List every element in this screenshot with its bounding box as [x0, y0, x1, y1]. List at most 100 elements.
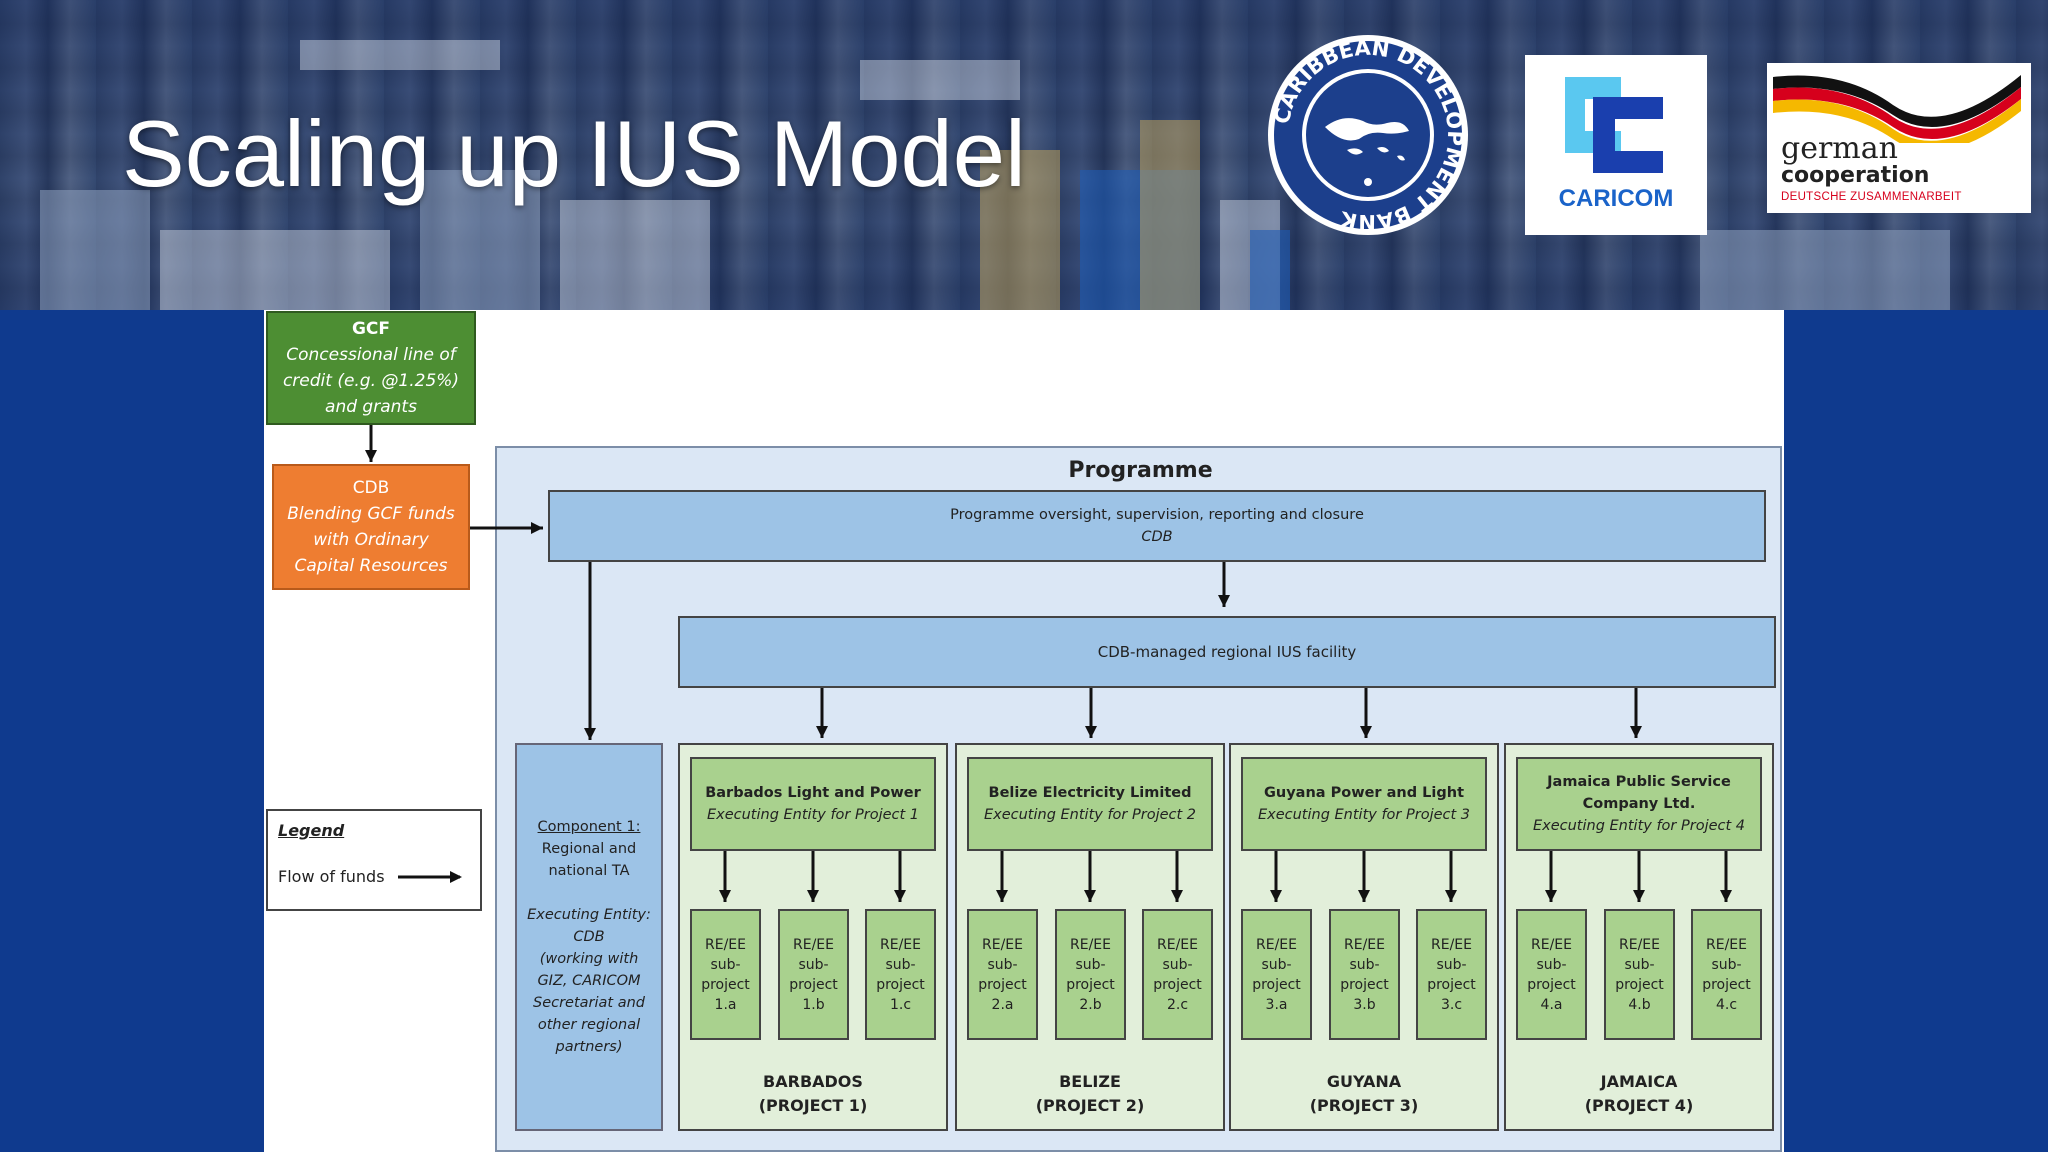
- flow-arrow: [807, 851, 819, 902]
- flow-arrow: [894, 851, 906, 902]
- flow-arrow: [1360, 688, 1372, 738]
- gcf-head: GCF: [351, 319, 391, 339]
- subproject-line: RE/EE: [1070, 936, 1111, 953]
- flow-arrow: [1445, 851, 1457, 902]
- subproject-line: project: [1615, 976, 1664, 993]
- entity-name: Jamaica Public Service: [1547, 774, 1731, 790]
- caricom-logo: CARICOM: [1525, 55, 1707, 235]
- entity-role: Executing Entity for Project 1: [706, 807, 920, 823]
- entity-role: Executing Entity for Project 3: [1257, 807, 1471, 823]
- gcf-line3: and grants: [325, 397, 417, 417]
- subproject-line: 4.a: [1540, 996, 1563, 1013]
- subproject-line: project: [978, 976, 1027, 993]
- country-name-label: GUYANA: [1326, 1072, 1402, 1091]
- subproject-line: sub-: [1711, 956, 1742, 973]
- gcf-line1: Concessional line of: [286, 345, 456, 365]
- component-1-e4: GIZ, CARICOM: [537, 973, 641, 989]
- giz-german-text: german: [1781, 131, 1898, 166]
- cdb-logo: CARIBBEAN DEVELOPMENT BANK: [1268, 35, 1468, 235]
- regional-ius-facility-box: CDB-managed regional IUS facility: [678, 616, 1776, 688]
- subproject-line: RE/EE: [1431, 936, 1472, 953]
- subproject-box: RE/EE sub-project 2.c: [1142, 909, 1213, 1040]
- project-number-label: (PROJECT 1): [758, 1096, 868, 1115]
- project-number-label: (PROJECT 4): [1584, 1096, 1694, 1115]
- component-1-e2: CDB: [573, 929, 605, 945]
- subproject-line: 2.c: [1166, 996, 1189, 1013]
- flow-arrow: [1545, 851, 1557, 902]
- giz-subtitle-text: DEUTSCHE ZUSAMMENARBEIT: [1781, 191, 1962, 203]
- country-name-label: JAMAICA: [1600, 1072, 1678, 1091]
- flow-arrow: [1633, 851, 1645, 902]
- programme-oversight-box: Programme oversight, supervision, report…: [548, 490, 1766, 562]
- subproject-line: 3.a: [1265, 996, 1288, 1013]
- flow-arrow: [1358, 851, 1370, 902]
- entity-role: Executing Entity for Project 2: [983, 807, 1197, 823]
- cdb-line3: Capital Resources: [294, 556, 448, 576]
- flow-arrow: [1084, 851, 1096, 902]
- entity-name: Belize Electricity Limited: [988, 785, 1192, 801]
- subproject-line: sub-: [1349, 956, 1380, 973]
- legend-title: Legend: [278, 821, 345, 840]
- component-1-title: Component 1:: [537, 819, 641, 835]
- gcf-box: GCF Concessional line of credit (e.g. @1…: [266, 311, 476, 425]
- subproject-line: project: [1702, 976, 1751, 993]
- flow-arrow: [470, 522, 543, 534]
- component-1-e5: Secretariat and: [533, 995, 645, 1011]
- subproject-line: sub-: [710, 956, 741, 973]
- subproject-line: sub-: [1624, 956, 1655, 973]
- subproject-line: RE/EE: [793, 936, 834, 953]
- subproject-line: 4.c: [1715, 996, 1738, 1013]
- subproject-line: project: [876, 976, 925, 993]
- subproject-line: sub-: [1162, 956, 1193, 973]
- subproject-line: project: [1527, 976, 1576, 993]
- component-1-e7: partners): [555, 1039, 623, 1055]
- country-name-label: BARBADOS: [763, 1072, 863, 1091]
- component-1-e6: other regional: [537, 1017, 641, 1033]
- subproject-line: RE/EE: [1706, 936, 1747, 953]
- subproject-line: 2.a: [991, 996, 1014, 1013]
- legend-flow-label: Flow of funds: [278, 867, 385, 886]
- country-name-label: BELIZE: [1059, 1072, 1121, 1091]
- subproject-line: RE/EE: [1619, 936, 1660, 953]
- giz-cooperation-text: cooperation: [1781, 163, 1930, 188]
- flow-arrow: [1720, 851, 1732, 902]
- facility-text: CDB-managed regional IUS facility: [1097, 643, 1357, 661]
- subproject-line: 3.b: [1353, 996, 1376, 1013]
- subproject-line: sub-: [1436, 956, 1467, 973]
- subproject-line: project: [1153, 976, 1202, 993]
- subproject-line: project: [789, 976, 838, 993]
- subproject-line: RE/EE: [1157, 936, 1198, 953]
- subproject-line: project: [1252, 976, 1301, 993]
- subproject-line: sub-: [1536, 956, 1567, 973]
- component-1-box: Component 1: Regional and national TA Ex…: [515, 743, 663, 1131]
- gcf-line2: credit (e.g. @1.25%): [282, 371, 460, 391]
- flow-arrow: [1085, 688, 1097, 738]
- oversight-text: Programme oversight, supervision, report…: [950, 507, 1364, 523]
- cdb-box: CDB Blending GCF funds with Ordinary Cap…: [272, 464, 470, 590]
- entity-name: Barbados Light and Power: [705, 785, 921, 801]
- caricom-cc-icon: [1565, 77, 1663, 173]
- flow-arrow: [996, 851, 1008, 902]
- flow-arrow: [1218, 562, 1230, 607]
- subproject-line: project: [701, 976, 750, 993]
- legend-box: Legend Flow of funds: [266, 809, 482, 911]
- giz-logo: german cooperation DEUTSCHE ZUSAMMENARBE…: [1767, 63, 2031, 213]
- subproject-line: project: [1340, 976, 1389, 993]
- subproject-line: RE/EE: [705, 936, 746, 953]
- legend-arrow-icon: [398, 871, 462, 883]
- component-1-e1: Executing Entity:: [527, 907, 651, 923]
- flow-arrow: [1270, 851, 1282, 902]
